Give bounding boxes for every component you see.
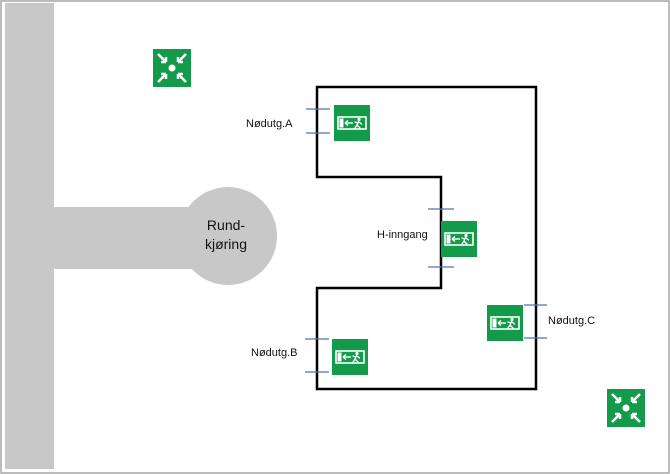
- door-markers: [305, 108, 547, 373]
- emergency-exit-icon: [333, 104, 371, 142]
- emergency-exit-icon: [440, 220, 478, 258]
- assembly-point-icon: [605, 387, 647, 429]
- assembly-point-icon: [151, 47, 193, 89]
- exit-b-label: Nødutg.B: [251, 347, 297, 359]
- exit-c-label: Nødutg.C: [548, 315, 595, 327]
- exit-a-label: Nødutg.A: [246, 118, 293, 130]
- roundabout-label-line1: Rund-: [207, 217, 245, 233]
- access-road: [5, 3, 277, 469]
- roundabout: [179, 187, 277, 285]
- emergency-exit-icon: [486, 304, 524, 342]
- roundabout-label-line2: kjøring: [205, 236, 247, 252]
- main-entrance-label: H-inngang: [377, 229, 428, 241]
- building-outline: [315, 85, 538, 391]
- emergency-exit-icon: [331, 338, 369, 376]
